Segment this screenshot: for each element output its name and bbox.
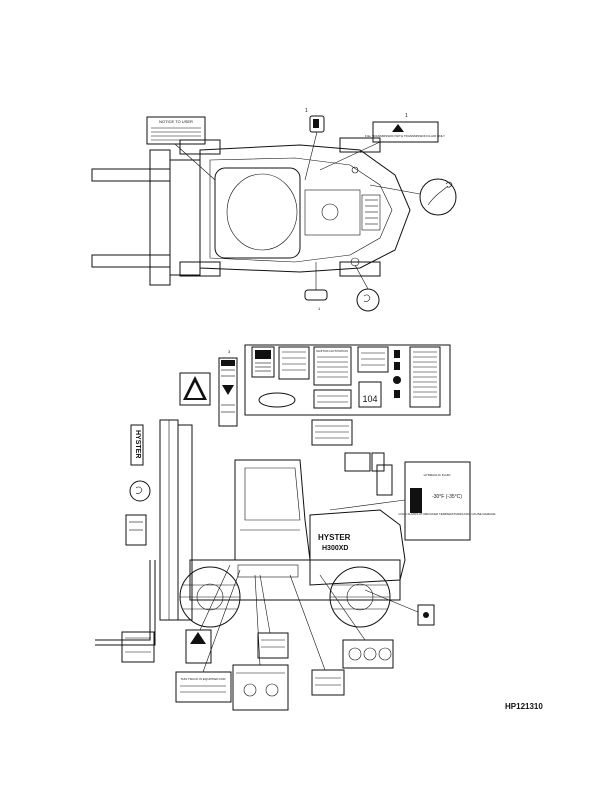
figure-code: HP121310	[505, 702, 543, 711]
svg-text:IGNITION ACTIVATION: IGNITION ACTIVATION	[316, 349, 348, 353]
svg-text:HYSTER: HYSTER	[318, 533, 351, 542]
svg-text:FILL TRANSMISSION WITH TRANSMI: FILL TRANSMISSION WITH TRANSMISSION FLUI…	[365, 134, 445, 138]
transmission-warning-decal: FILL TRANSMISSION WITH TRANSMISSION FLUI…	[319, 113, 445, 171]
lift-point-decals: 1	[304, 262, 380, 312]
engine-body	[309, 509, 406, 586]
bottom-decals: THIS TRUCK IS EQUIPPED FOR	[175, 564, 435, 711]
svg-text:COLD FLUIDS AT REDUCED TEMPERA: COLD FLUIDS AT REDUCED TEMPERATURES MAY …	[398, 512, 495, 516]
side-small-decals	[311, 419, 393, 496]
cab	[234, 459, 311, 561]
svg-text:HYSTER: HYSTER	[134, 430, 141, 458]
svg-text:H300XD: H300XD	[322, 545, 348, 552]
truck-side-view: HYSTER HYSTER H300XD	[95, 419, 406, 646]
mast-warning-decals: 3	[179, 349, 238, 427]
svg-text:1: 1	[318, 306, 321, 311]
truck-top-view	[91, 137, 411, 286]
svg-text:NOTICE TO USER: NOTICE TO USER	[159, 119, 193, 124]
fuel-pump-decal: 1	[304, 108, 325, 181]
carriage	[149, 149, 171, 286]
control-icons	[393, 350, 401, 398]
fork-top	[91, 168, 171, 182]
svg-text:HYDRAULIC FLUID: HYDRAULIC FLUID	[424, 473, 452, 477]
svg-text:1: 1	[405, 113, 408, 119]
truck-body-top	[199, 144, 411, 273]
svg-text:THIS TRUCK IS EQUIPPED FOR: THIS TRUCK IS EQUIPPED FOR	[180, 677, 226, 681]
svg-text:-30°F (-35°C): -30°F (-35°C)	[432, 494, 462, 500]
cold-temp-decal: HYDRAULIC FLUID -30°F (-35°C) COLD FLUID…	[329, 461, 496, 541]
svg-text:104: 104	[362, 394, 377, 404]
left-decals	[121, 480, 155, 663]
fork-bottom	[91, 254, 171, 268]
notice-to-user-decal: NOTICE TO USER	[146, 116, 216, 181]
svg-text:3: 3	[228, 349, 231, 354]
svg-text:1: 1	[305, 108, 308, 114]
tie-down-chain-decal	[369, 178, 457, 216]
decal-panel: IGNITION ACTIVATION 104	[244, 344, 451, 416]
cab-roof	[214, 167, 301, 259]
